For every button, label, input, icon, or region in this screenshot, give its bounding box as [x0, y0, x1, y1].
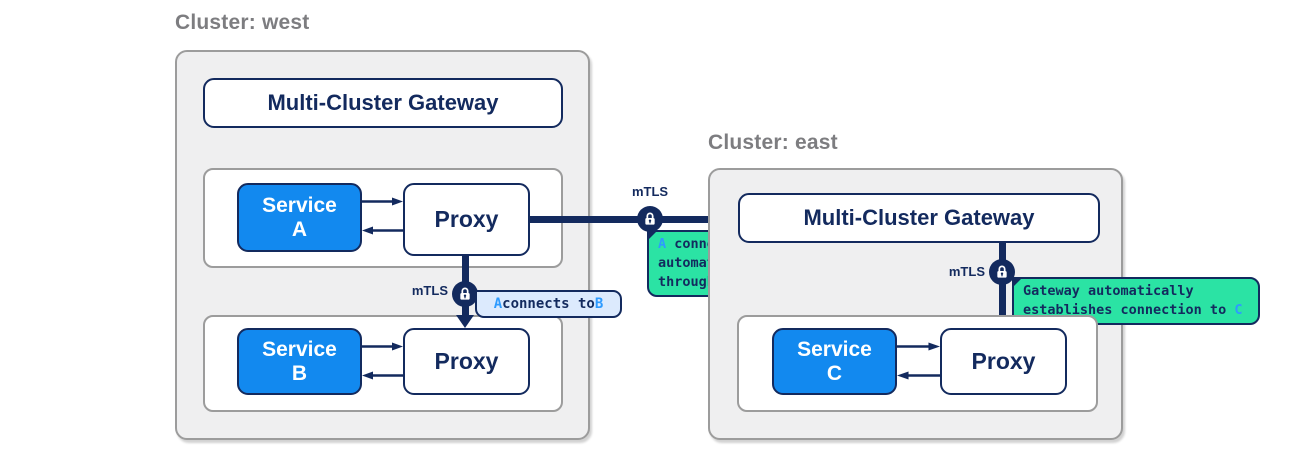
east-internal-mtls-label: mTLS [948, 264, 985, 279]
service-a-label-line1: Service [262, 193, 337, 217]
cluster-east-label: Cluster: east [708, 131, 838, 154]
service-a-label-line2: A [291, 217, 308, 241]
service-b-label-line1: Service [262, 337, 337, 361]
east-gateway-box: Multi-Cluster Gateway [738, 193, 1100, 243]
tooltip-tail [1012, 277, 1023, 288]
service-c-label-line1: Service [797, 337, 872, 361]
tooltip-east-line-1: Gateway automatically [1023, 283, 1194, 299]
proxy-b-label: Proxy [434, 348, 499, 374]
service-a-box: Service A [237, 183, 362, 252]
west-gateway-label: Multi-Cluster Gateway [267, 90, 499, 115]
proxy-b-box: Proxy [403, 328, 530, 395]
proxy-c-label: Proxy [971, 348, 1036, 374]
west-internal-mtls-label: mTLS [411, 283, 448, 298]
west-gateway-box: Multi-Cluster Gateway [203, 78, 563, 128]
arrow-proxy-a-to-proxy-b-head [456, 315, 474, 328]
service-b-label-line2: B [291, 361, 308, 385]
service-c-proxy-arrows-icon [897, 342, 940, 380]
service-b-proxy-arrows-icon [362, 342, 403, 380]
tooltip-east-gateway: Gateway automatically establishes connec… [1012, 277, 1260, 325]
proxy-a-label: Proxy [434, 206, 499, 232]
arrow-proxy-a-to-east-gateway-line [530, 215, 724, 223]
service-c-box: Service C [772, 328, 897, 395]
proxy-c-box: Proxy [940, 328, 1067, 395]
west-internal-lock-icon [452, 281, 478, 307]
badge-a-connects-to-b: A connects to B [475, 290, 622, 318]
service-c-label-line2: C [826, 361, 843, 385]
proxy-a-box: Proxy [403, 183, 530, 256]
tooltip-tail [647, 230, 658, 241]
cross-cluster-lock-icon [637, 206, 663, 232]
service-b-box: Service B [237, 328, 362, 395]
service-a-proxy-arrows-icon [362, 197, 403, 235]
cross-cluster-mtls-label: mTLS [631, 184, 669, 199]
east-gateway-label: Multi-Cluster Gateway [803, 205, 1035, 230]
east-internal-lock-icon [989, 259, 1015, 285]
tooltip-east-line-2: establishes connection to C [1023, 302, 1243, 318]
cluster-west-label: Cluster: west [175, 11, 310, 34]
